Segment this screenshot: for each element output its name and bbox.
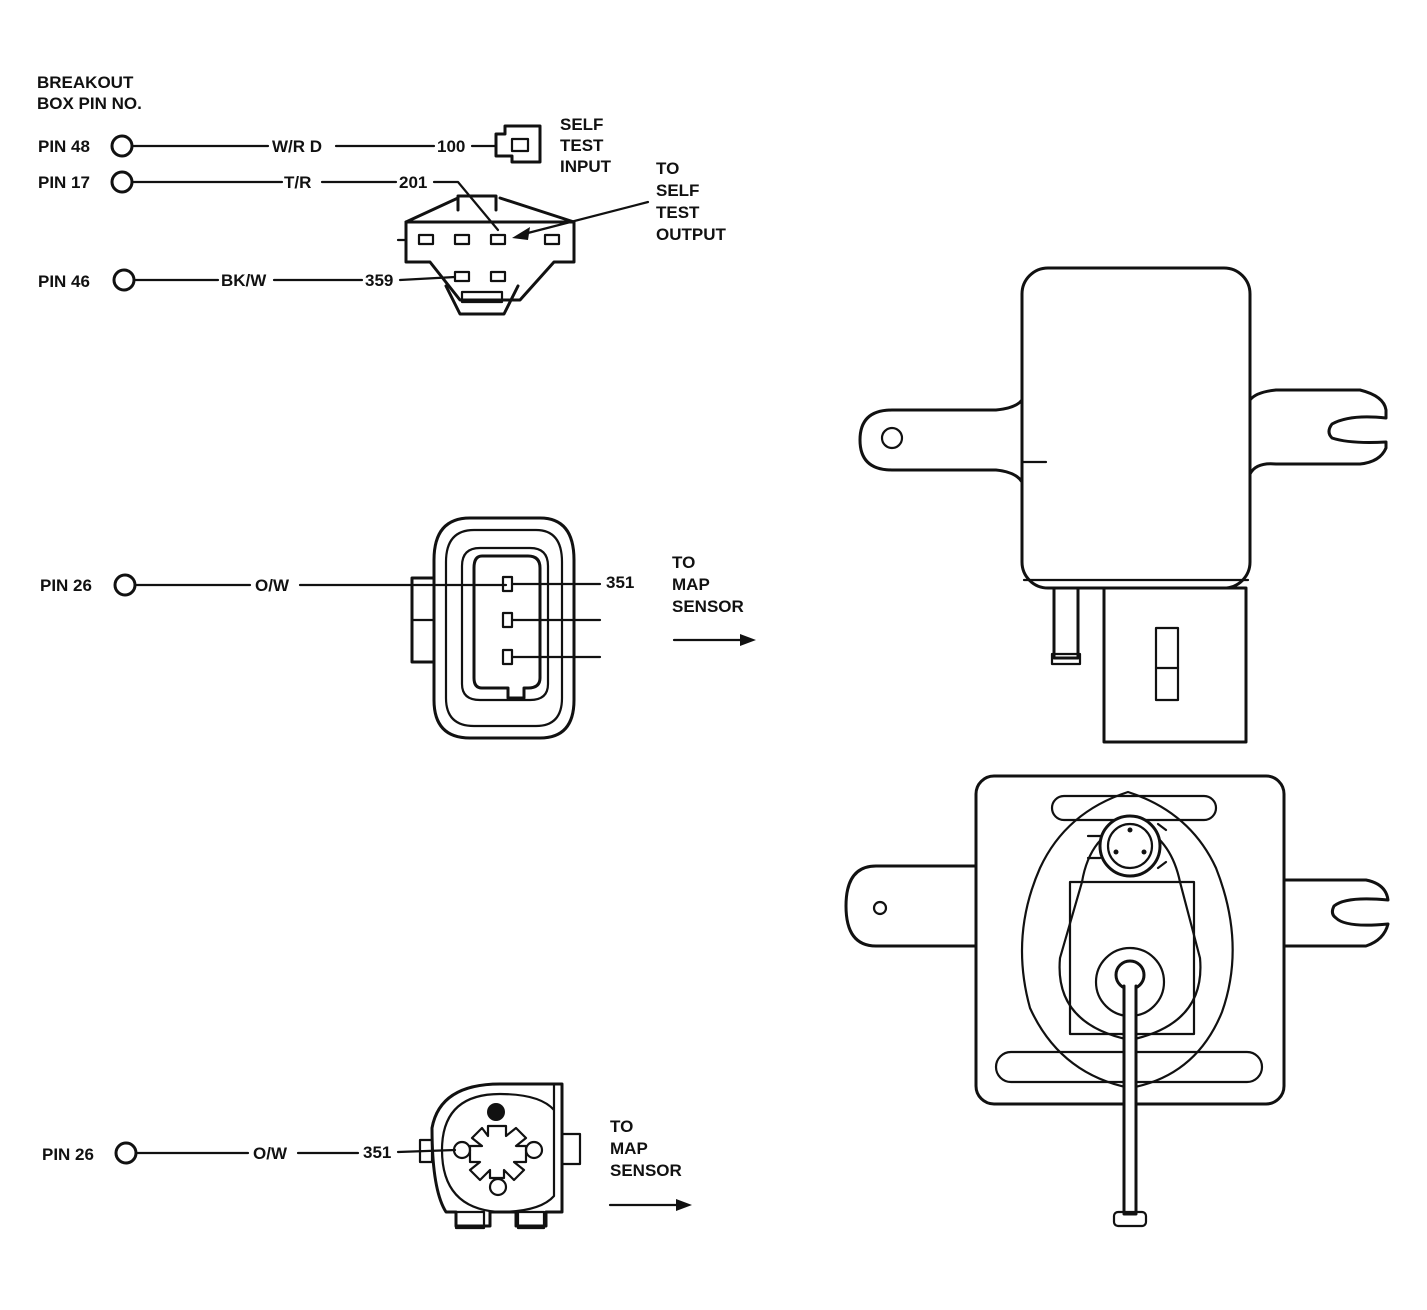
pin-17-circuit-number: 201 (399, 173, 427, 192)
circuit-pin-48: PIN 48 W/R D 100 (38, 134, 498, 158)
svg-text:TO: TO (656, 159, 679, 178)
map-sensor-side-view (858, 266, 1388, 744)
pin-46-terminal (112, 268, 136, 292)
callout-arrow-line (522, 200, 650, 236)
pin-46-label: PIN 46 (38, 272, 90, 291)
svg-text:SELF: SELF (560, 115, 603, 134)
wire-to-connector-pin (396, 1148, 457, 1154)
pin-26-circuit-number-a: 351 (606, 573, 634, 592)
pin-17-wire-color: T/R (284, 173, 311, 192)
svg-text:TEST: TEST (656, 203, 700, 222)
arrow-head (512, 227, 530, 240)
circuit-pin-17: PIN 17 T/R 201 (38, 170, 500, 232)
map-sensor-rect-connector (410, 516, 602, 740)
svg-text:SELF: SELF (656, 181, 699, 200)
pin-48-circuit-number: 100 (437, 137, 465, 156)
svg-text:SENSOR: SENSOR (672, 597, 744, 616)
pin-48-wire-color: W/R D (272, 137, 322, 156)
header-line-1: BREAKOUT (37, 73, 134, 92)
pin-48-label: PIN 48 (38, 137, 90, 156)
circuit-pin-46: PIN 46 BK/W 359 (38, 268, 457, 292)
header-line-2: BOX PIN NO. (37, 94, 142, 113)
self-test-connector (396, 194, 576, 316)
map-sensor-round-connector (418, 1082, 582, 1230)
wire-to-connector-pin (398, 275, 457, 282)
map-sensor-callout-b: TO MAP SENSOR (608, 1117, 692, 1211)
svg-text:MAP: MAP (672, 575, 710, 594)
svg-text:TO: TO (672, 553, 695, 572)
pin-46-circuit-number: 359 (365, 271, 393, 290)
pin-26-terminal-a (113, 573, 137, 597)
self-test-input-callout: SELF TEST INPUT (560, 115, 612, 176)
pin-26-label-b: PIN 26 (42, 1145, 94, 1164)
svg-text:OUTPUT: OUTPUT (656, 225, 727, 244)
pin-26-terminal-b (114, 1141, 138, 1165)
keying-dot (487, 1103, 505, 1121)
circuit-pin-26-rect: PIN 26 O/W 351 (40, 573, 634, 597)
pin-48-terminal (110, 134, 134, 158)
self-test-output-callout: TO SELF TEST OUTPUT (512, 159, 727, 244)
svg-text:TEST: TEST (560, 136, 604, 155)
map-sensor-callout-a: TO MAP SENSOR (672, 553, 756, 646)
self-test-input-connector (494, 124, 542, 164)
pin-26-label-a: PIN 26 (40, 576, 92, 595)
wire-to-output-pin (432, 180, 500, 232)
pin-26-wire-color-b: O/W (253, 1144, 288, 1163)
svg-text:INPUT: INPUT (560, 157, 612, 176)
pin-17-label: PIN 17 (38, 173, 90, 192)
circuit-pin-26-round: PIN 26 O/W 351 (42, 1141, 457, 1165)
pin-26-wire-color-a: O/W (255, 576, 290, 595)
svg-text:SENSOR: SENSOR (610, 1161, 682, 1180)
pin-26-circuit-number-b: 351 (363, 1143, 391, 1162)
pin-46-wire-color: BK/W (221, 271, 267, 290)
map-sensor-top-view (844, 774, 1390, 1228)
breakout-box-header: BREAKOUT BOX PIN NO. (37, 73, 142, 113)
svg-text:TO: TO (610, 1117, 633, 1136)
arrow-head (740, 634, 756, 646)
pin-17-terminal (110, 170, 134, 194)
arrow-head (676, 1199, 692, 1211)
svg-text:MAP: MAP (610, 1139, 648, 1158)
